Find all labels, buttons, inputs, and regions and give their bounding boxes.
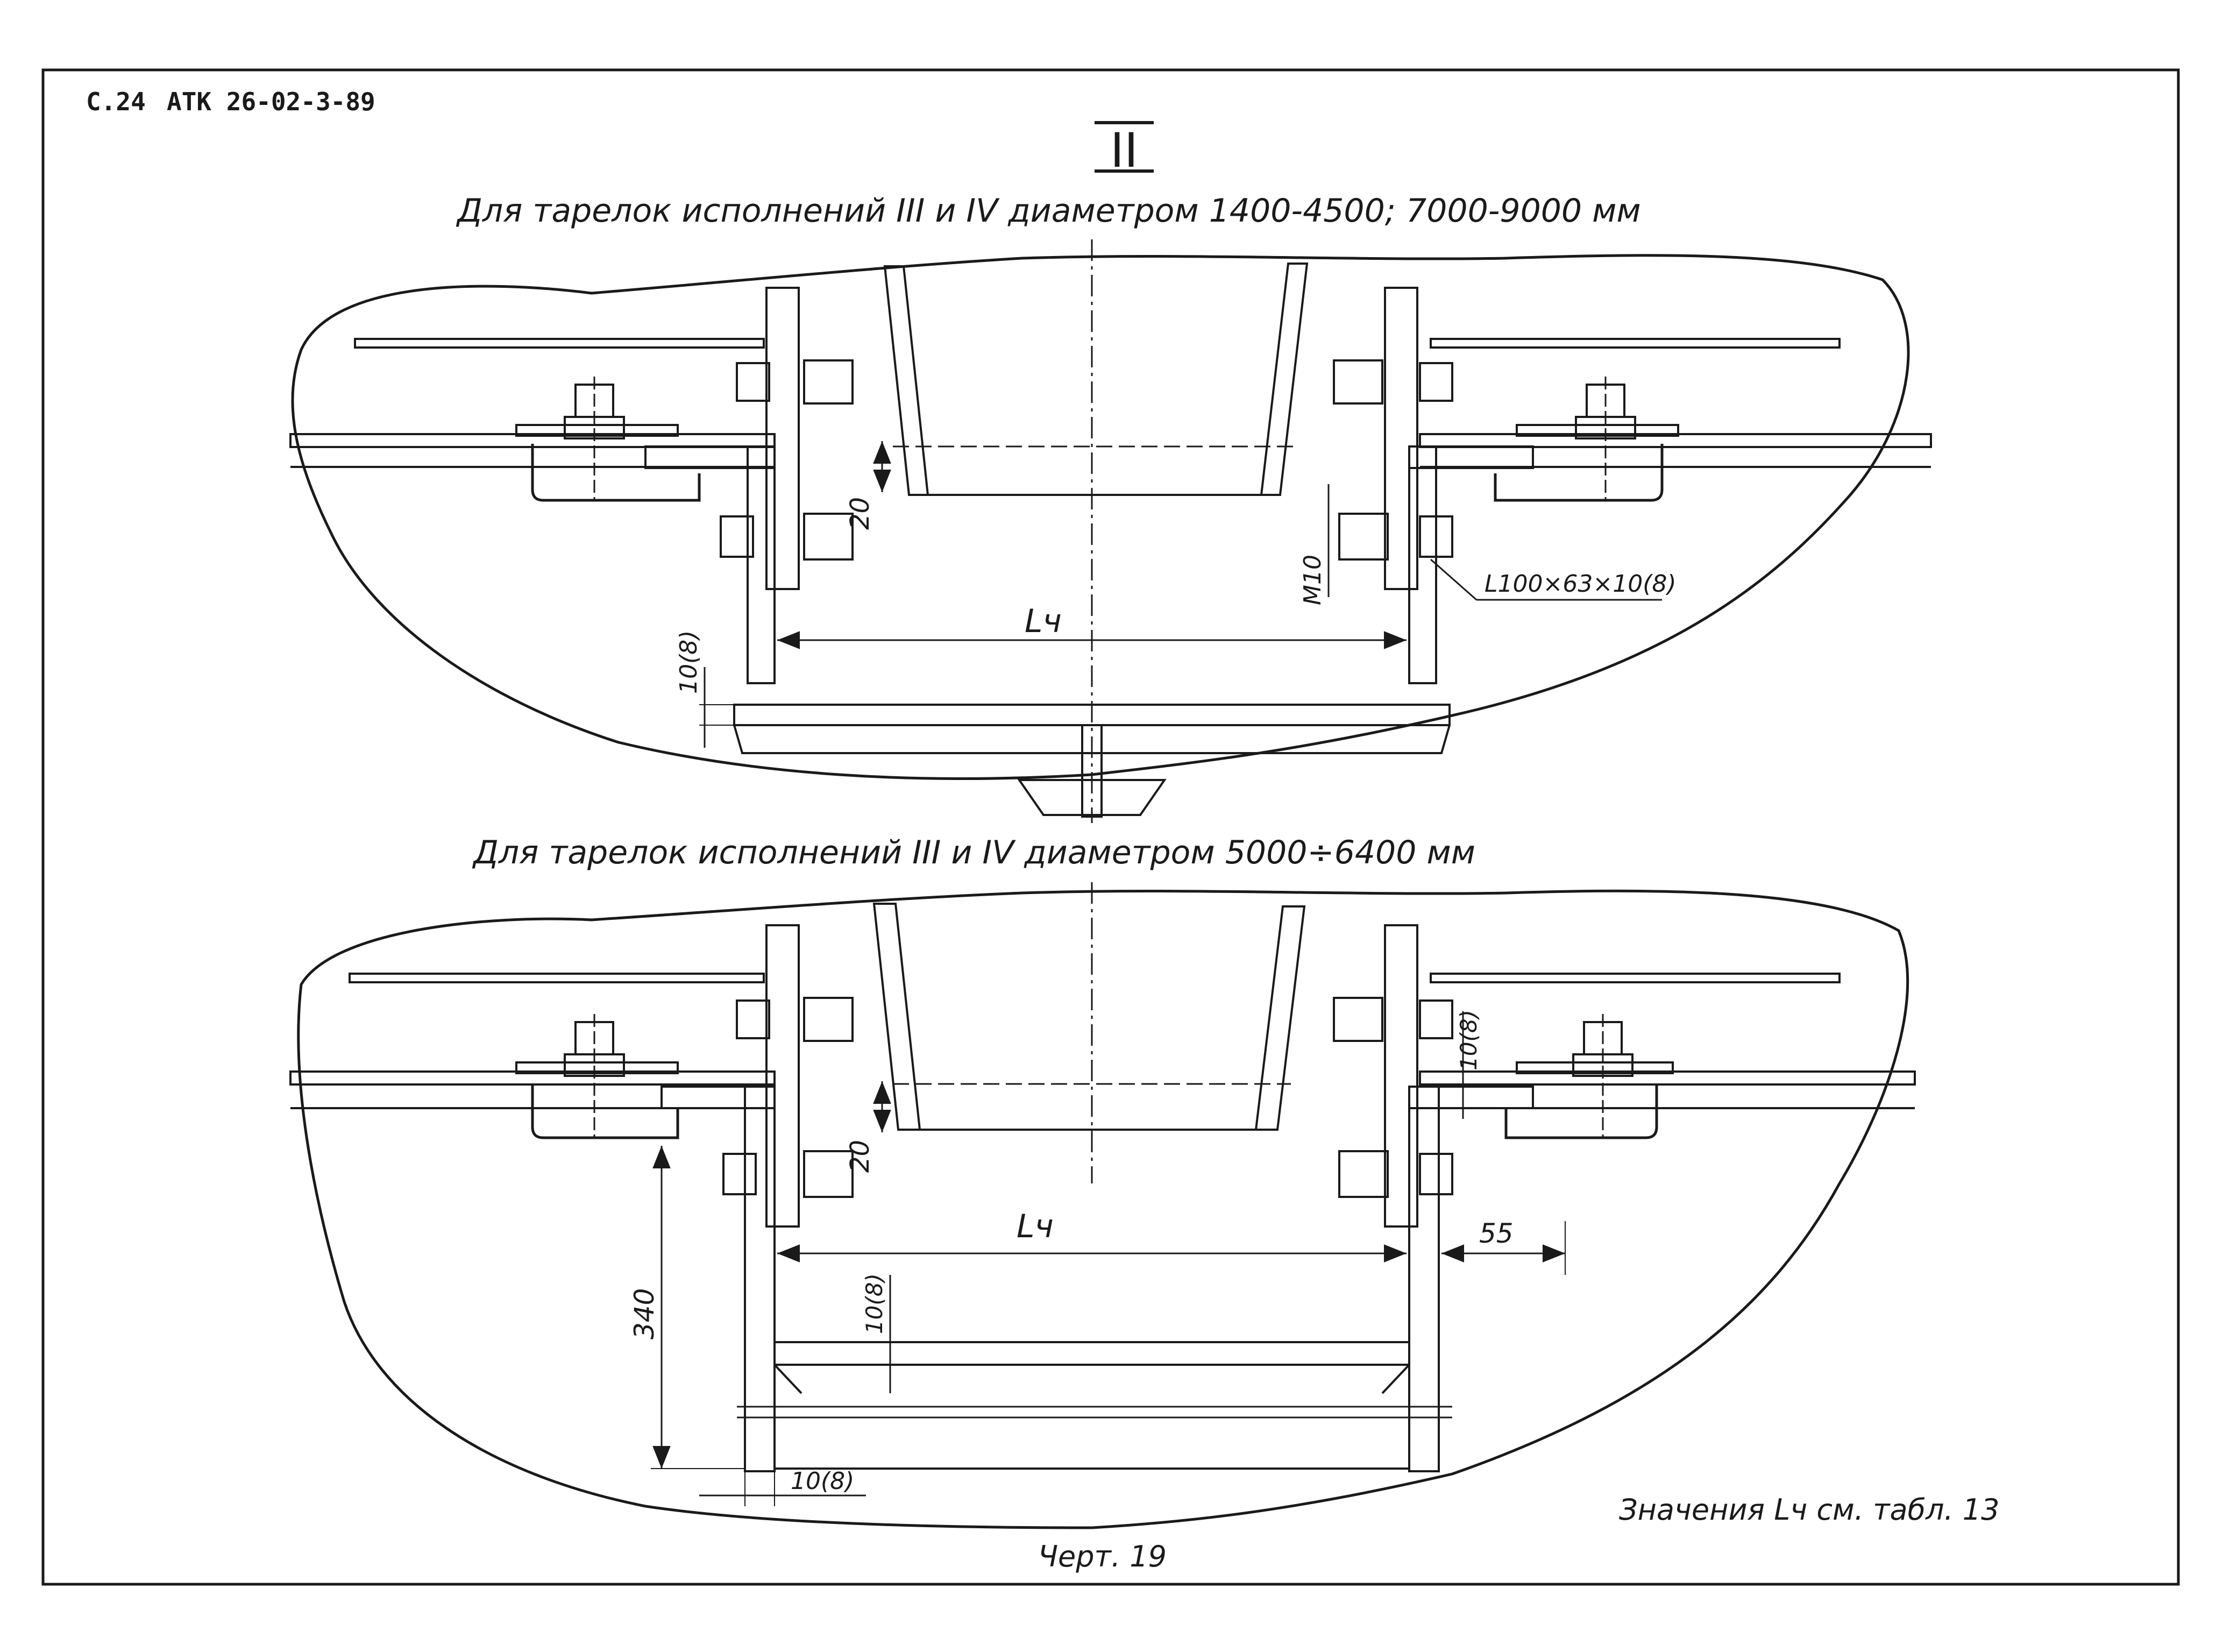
upper-center-rib bbox=[1081, 724, 1103, 818]
upper-deck-right bbox=[1419, 433, 1932, 448]
upper-caption: Для тарелок исполнений III и IV диаметро… bbox=[456, 192, 1641, 230]
upper-dim-length: Lч bbox=[1025, 602, 1062, 640]
lower-dim-20: 20 bbox=[845, 1140, 875, 1173]
upper-post-bolt-left-top bbox=[736, 359, 854, 405]
upper-post-right bbox=[1384, 287, 1418, 590]
upper-dim-20: 20 bbox=[845, 497, 875, 530]
lower-clamp-right bbox=[1504, 1084, 1658, 1139]
lower-post-bolt-left-bottom bbox=[722, 1150, 854, 1198]
upper-downcomer-right bbox=[1260, 263, 1309, 496]
lower-break-outline bbox=[297, 889, 1909, 1529]
lower-dim-thickness-inner: 10(8) bbox=[861, 1273, 887, 1334]
figure-label: Черт. 19 bbox=[1038, 1540, 1167, 1573]
upper-clamp-left bbox=[531, 444, 701, 502]
upper-top-plate-right bbox=[1430, 338, 1841, 349]
upper-clamp-right bbox=[1494, 444, 1664, 502]
lower-wall-right bbox=[1408, 1086, 1440, 1472]
upper-post-bolt-right-top bbox=[1333, 359, 1453, 405]
lower-dim-length: Lч bbox=[1017, 1208, 1054, 1245]
lower-top-plate-right bbox=[1430, 973, 1841, 983]
lower-post-bolt-right-top bbox=[1333, 997, 1453, 1042]
page-ref: С.24 bbox=[86, 87, 146, 116]
lower-caption: Для тарелок исполнений III и IV диаметро… bbox=[472, 834, 1475, 871]
lower-dim-340: 340 bbox=[629, 1288, 660, 1339]
lower-assembly: 20 Lч 10(8) 55 340 10(8) 10(8) bbox=[289, 882, 1916, 1529]
upper-dim-bolt: М10 bbox=[1299, 555, 1326, 605]
upper-post-bolt-left-bottom bbox=[720, 513, 854, 561]
view-label: II bbox=[1095, 121, 1154, 178]
lower-dim-55: 55 bbox=[1479, 1218, 1514, 1249]
lower-downcomer-left bbox=[872, 903, 921, 1131]
lower-dim-thickness-right: 10(8) bbox=[1455, 1010, 1482, 1070]
note-text: Значения Lч см. табл. 13 bbox=[1619, 1493, 2000, 1527]
lower-clamp-bolt-left bbox=[564, 1014, 625, 1138]
upper-angle-wall-right bbox=[1408, 445, 1437, 684]
lower-dim-thickness-bottom: 10(8) bbox=[791, 1467, 854, 1495]
lower-post-bolt-left-top bbox=[736, 997, 854, 1042]
upper-break-outline bbox=[291, 254, 1910, 780]
upper-dim-angle: L100×63×10(8) bbox=[1485, 570, 1677, 598]
lower-clamp-bolt-right bbox=[1572, 1014, 1633, 1138]
lower-clamp-left bbox=[531, 1084, 679, 1139]
lower-post-right bbox=[1384, 924, 1418, 1228]
lower-post-left bbox=[765, 924, 800, 1228]
upper-dim-thickness: 10(8) bbox=[675, 630, 702, 694]
lower-inner-plate bbox=[773, 1341, 1410, 1366]
upper-assembly: 20 Lч 10(8) М10 L100×63×10(8) bbox=[289, 239, 1932, 823]
upper-post-left bbox=[765, 287, 800, 590]
upper-top-plate-left bbox=[354, 338, 765, 349]
lower-downcomer-right bbox=[1254, 905, 1306, 1131]
doc-code: АТК 26-02-3-89 bbox=[167, 87, 375, 116]
svg-text:II: II bbox=[1110, 123, 1138, 178]
upper-clamp-bolt-right bbox=[1575, 377, 1636, 500]
upper-downcomer-left bbox=[883, 265, 929, 496]
upper-clamp-bolt-left bbox=[564, 377, 625, 500]
lower-top-plate-left bbox=[349, 973, 765, 983]
lower-post-bolt-right-bottom bbox=[1338, 1150, 1453, 1198]
sheet-frame bbox=[41, 68, 2180, 1586]
upper-angle-wall-left bbox=[747, 445, 776, 684]
lower-deck-right bbox=[1419, 1070, 1916, 1086]
upper-post-bolt-right-bottom bbox=[1338, 513, 1453, 561]
lower-wall-left bbox=[744, 1086, 776, 1472]
